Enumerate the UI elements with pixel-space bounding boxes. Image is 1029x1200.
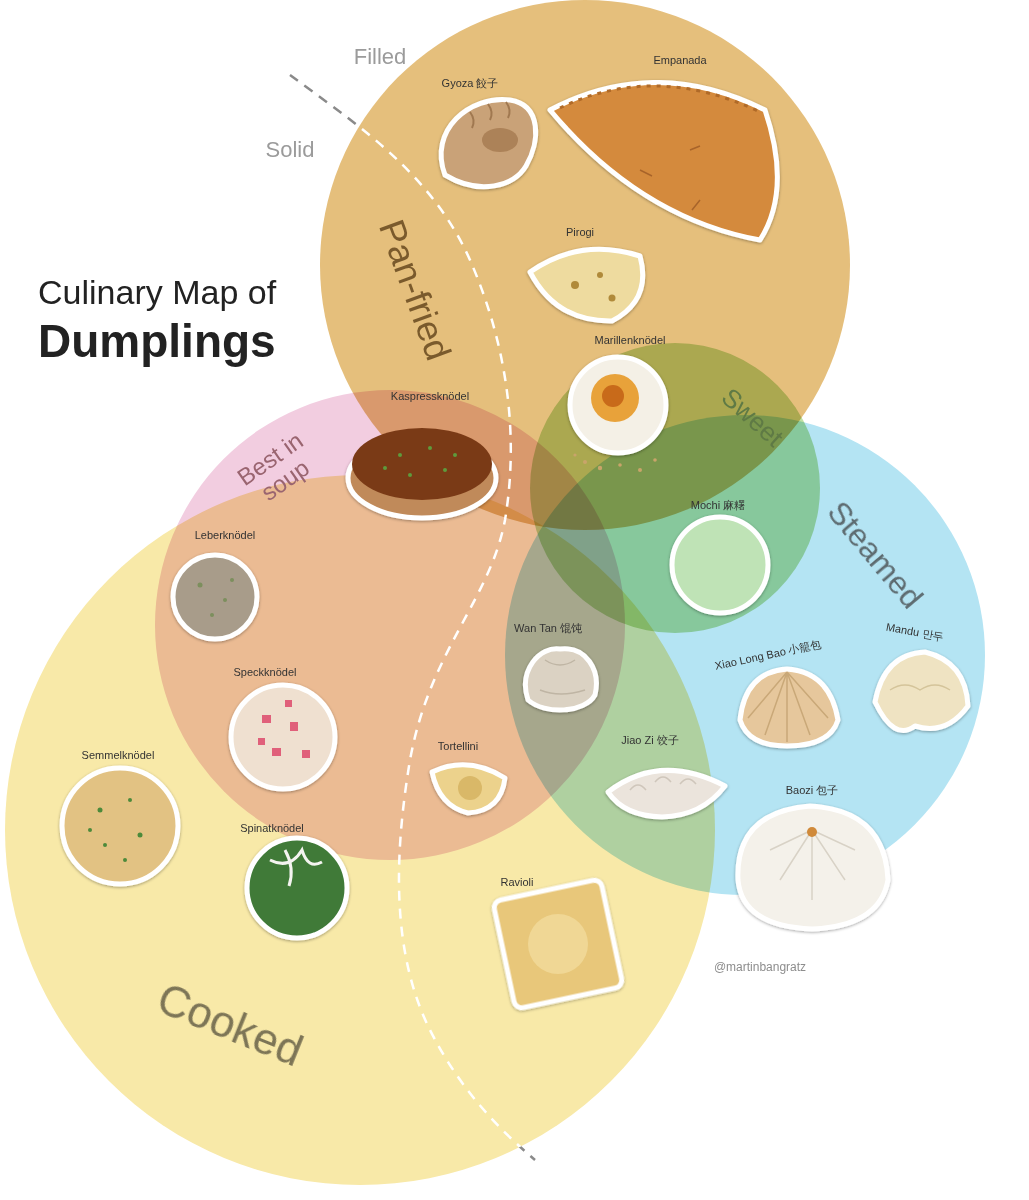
- watermark: @martinbangratz: [714, 961, 806, 975]
- empanada-picture: [550, 83, 777, 241]
- dumpling-name: Kaspressknödel: [391, 390, 469, 403]
- speckknoedel-picture: [231, 685, 335, 789]
- jiaozi-picture: [608, 770, 725, 817]
- dumpling-name: Mochi 麻糬: [691, 499, 745, 512]
- diagram-title: Culinary Map of Dumplings: [38, 262, 300, 368]
- dumpling-details: [88, 86, 950, 974]
- divider-line: [290, 75, 535, 1160]
- semmelknoedel-picture: [62, 768, 178, 884]
- dumpling-name: Pirogi: [566, 226, 594, 239]
- dumpling-name: Marillenknödel: [595, 334, 666, 347]
- dumpling-name: Spinatknödel: [240, 822, 304, 835]
- dumpling-name: Tortellini: [438, 740, 478, 753]
- dumpling-name: Wan Tan 馄饨: [514, 622, 582, 635]
- dumpling-name: Empanada: [653, 54, 706, 67]
- dumpling-name: Speckknödel: [234, 666, 297, 679]
- dumpling-name: Semmelknödel: [82, 749, 155, 762]
- marillenknoedel-picture: [570, 357, 666, 453]
- mandu-picture: [875, 652, 968, 731]
- tortellini-picture: [432, 765, 505, 813]
- dumpling-name: Leberknödel: [195, 529, 256, 542]
- dumpling-name: Ravioli: [500, 876, 533, 889]
- dumpling-name: Gyoza 餃子: [442, 77, 499, 90]
- mochi-picture: [672, 517, 768, 613]
- gyoza-picture: [441, 100, 536, 187]
- dumpling-name: Jiao Zi 饺子: [621, 734, 678, 747]
- side-label: Solid: [266, 137, 315, 162]
- side-label: Filled: [354, 44, 407, 69]
- dumpling-name: Baozi 包子: [786, 784, 839, 797]
- wantan-picture: [526, 649, 597, 710]
- ravioli-picture: [493, 879, 623, 1009]
- spinatknoedel-picture: [247, 838, 347, 938]
- xiaolongbao-picture: [740, 669, 838, 746]
- baozi-picture: [738, 806, 888, 929]
- pirogi-picture: [530, 249, 643, 321]
- leberknoedel-picture: [173, 555, 257, 639]
